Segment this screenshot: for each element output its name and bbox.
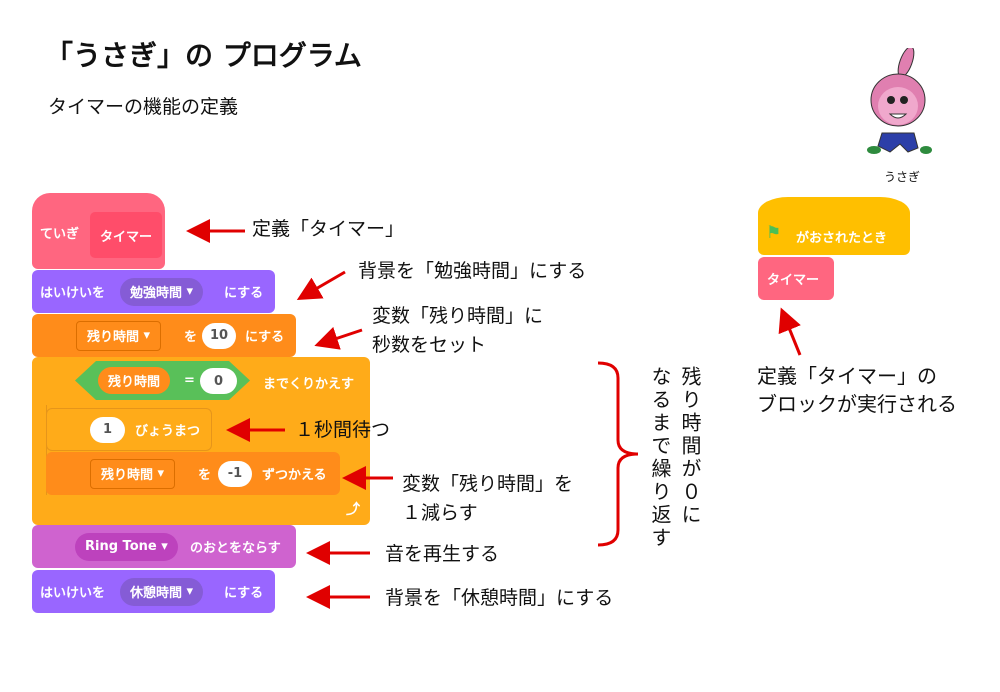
define-name: タイマー <box>99 229 152 245</box>
block-text: はいけいを <box>40 286 106 301</box>
seconds-input[interactable]: 1 <box>90 416 125 443</box>
dropdown-value: 残り時間 <box>87 330 140 345</box>
block-text: を <box>184 330 198 345</box>
wait-block[interactable]: 1 びょうまつ <box>46 408 212 451</box>
annotation-loop-line2: なるまで繰り返す <box>648 366 672 550</box>
dropdown-arrow-icon: ▾ <box>161 539 168 554</box>
timer-call-block[interactable]: タイマー <box>758 257 834 300</box>
when-flag-clicked-block[interactable]: ⚑ がおされたとき <box>758 197 910 255</box>
block-text: がおされたとき <box>796 231 888 246</box>
block-text: ずつかえる <box>262 468 327 483</box>
define-name-slot: タイマー <box>90 212 162 258</box>
annotation-change-line2: １減らす <box>402 502 478 524</box>
page-title: 「うさぎ」の プログラム <box>45 39 362 72</box>
block-text: を <box>198 468 212 483</box>
block-text: のおとをならす <box>190 541 281 556</box>
loop-bracket <box>597 361 639 547</box>
green-flag-icon[interactable]: ⚑ <box>766 223 782 243</box>
block-text: タイマー <box>767 273 820 288</box>
dropdown-value: 残り時間 <box>101 468 154 483</box>
set-variable-block[interactable]: 残り時間 ▾ を 10 にする <box>32 314 296 357</box>
sprite-name: うさぎ <box>884 170 921 184</box>
define-block[interactable]: ていぎ タイマー <box>32 193 165 269</box>
change-variable-block[interactable]: 残り時間 ▾ を -1 ずつかえる <box>46 452 340 495</box>
value-input[interactable]: -1 <box>218 460 252 487</box>
arrow-setvar <box>314 326 363 350</box>
reporter-value: 残り時間 <box>108 375 161 390</box>
input-value: -1 <box>227 466 243 481</box>
arrow-backdrop1 <box>296 270 346 301</box>
dropdown-value: 勉強時間 <box>130 286 183 301</box>
input-value: 10 <box>209 328 229 343</box>
dropdown-arrow-icon: ▾ <box>186 584 194 599</box>
rabbit-sprite-image <box>867 48 932 154</box>
sound-dropdown[interactable]: Ring Tone ▾ <box>75 532 178 561</box>
block-text: までくりかえす <box>263 377 355 392</box>
define-label: ていぎ <box>40 227 80 242</box>
dropdown-value: 休憩時間 <box>130 586 183 601</box>
annotation-setvar-line1: 変数「残り時間」に <box>372 305 544 327</box>
switch-backdrop-block[interactable]: はいけいを 休憩時間 ▾ にする <box>32 570 275 613</box>
backdrop-dropdown[interactable]: 休憩時間 ▾ <box>120 577 204 606</box>
dropdown-arrow-icon: ▾ <box>186 284 194 299</box>
annotation-loop-line1: 残り時間が０に <box>678 366 702 527</box>
dropdown-arrow-icon: ▾ <box>157 466 165 481</box>
play-sound-block[interactable]: Ring Tone ▾ のおとをならす <box>32 525 296 568</box>
loop-arrow-icon: ⤴ <box>346 502 360 518</box>
input-value: 0 <box>213 373 224 389</box>
annotation-define: 定義「タイマー」 <box>252 218 405 240</box>
block-text: にする <box>224 286 264 301</box>
block-text: はいけいを <box>40 586 106 601</box>
c-divider <box>46 405 47 495</box>
annotation-wait: １秒間待つ <box>295 419 391 441</box>
input-value: 1 <box>102 422 113 437</box>
annotation-setvar-line2: 秒数をセット <box>372 334 487 356</box>
block-text: にする <box>224 586 264 601</box>
annotation-call-line2: ブロックが実行される <box>757 392 957 416</box>
value-input[interactable]: 10 <box>202 322 236 349</box>
block-text: びょうまつ <box>135 424 201 439</box>
arrow-call <box>778 307 802 356</box>
variable-dropdown[interactable]: 残り時間 ▾ <box>90 458 176 489</box>
variable-reporter[interactable]: 残り時間 <box>98 367 171 394</box>
annotation-sound: 音を再生する <box>385 543 500 565</box>
block-text: にする <box>245 330 285 345</box>
page-subtitle: タイマーの機能の定義 <box>48 96 239 118</box>
annotation-call-line1: 定義「タイマー」の <box>757 364 937 388</box>
dropdown-value: Ring Tone <box>85 539 157 554</box>
annotation-backdrop2: 背景を「休憩時間」にする <box>385 587 614 609</box>
variable-dropdown[interactable]: 残り時間 ▾ <box>76 320 162 351</box>
switch-backdrop-block[interactable]: はいけいを 勉強時間 ▾ にする <box>32 270 275 313</box>
annotation-backdrop1: 背景を「勉強時間」にする <box>358 260 587 282</box>
dropdown-arrow-icon: ▾ <box>143 328 151 343</box>
equals-operator: = <box>184 373 195 388</box>
backdrop-dropdown[interactable]: 勉強時間 ▾ <box>120 277 204 306</box>
compare-input[interactable]: 0 <box>200 368 237 394</box>
annotation-change-line1: 変数「残り時間」を <box>402 473 574 495</box>
